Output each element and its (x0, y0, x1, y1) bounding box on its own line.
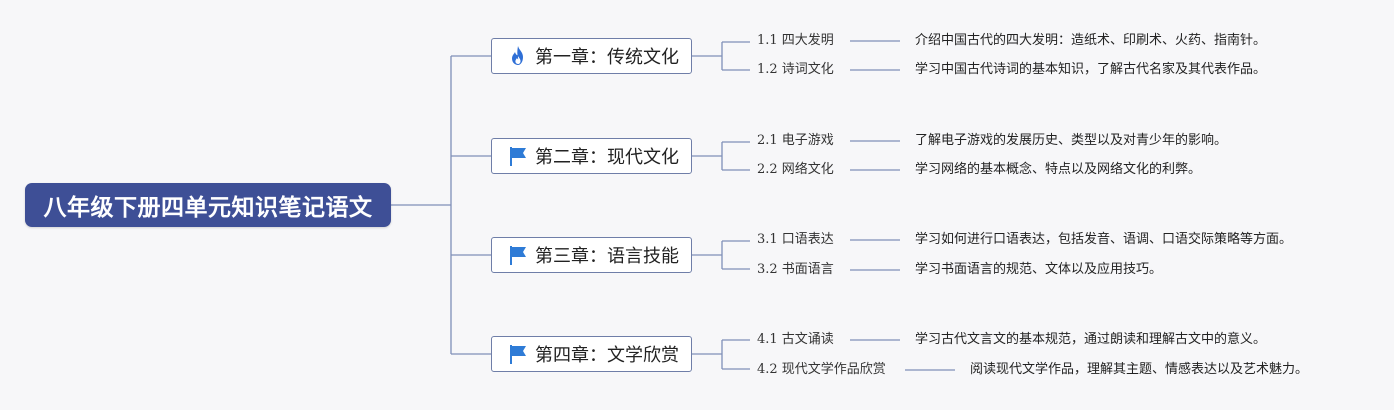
topic-3-2-title[interactable]: 3.2 书面语言 (757, 262, 834, 277)
topic-2-1-desc: 了解电子游戏的发展历史、类型以及对青少年的影响。 (915, 133, 1228, 148)
chapter-2-topic-spine (692, 141, 750, 171)
topic-4-1-desc: 学习古代文言文的基本规范，通过朗读和理解古文中的意义。 (915, 332, 1267, 347)
topic-3-2-desc: 学习书面语言的规范、文体以及应用技巧。 (915, 262, 1163, 277)
root-title: 八年级下册四单元知识笔记语文 (43, 195, 373, 221)
chapter-1-title: 第一章：传统文化 (535, 47, 679, 68)
root-node[interactable]: 八年级下册四单元知识笔记语文 (25, 183, 391, 227)
topic-4-2-title[interactable]: 4.2 现代文学作品欣赏 (757, 362, 886, 377)
topic-3-1-desc: 学习如何进行口语表达，包括发音、语调、口语交际策略等方面。 (915, 232, 1293, 247)
chapter-4-title: 第四章：文学欣赏 (535, 345, 679, 366)
topic-1-1-title[interactable]: 1.1 四大发明 (757, 33, 834, 48)
chapter-2-node[interactable]: 第二章：现代文化 (491, 138, 692, 174)
chapter-2-title: 第二章：现代文化 (535, 147, 679, 168)
chapter-4-node[interactable]: 第四章：文学欣赏 (491, 336, 692, 372)
flag-icon (507, 343, 529, 365)
chapter-3-topic-spine (692, 240, 750, 270)
flag-icon (507, 145, 529, 167)
chapter-3-title: 第三章：语言技能 (535, 246, 679, 267)
topic-2-2-desc: 学习网络的基本概念、特点以及网络文化的利弊。 (915, 162, 1202, 177)
topic-4-2-desc: 阅读现代文学作品，理解其主题、情感表达以及艺术魅力。 (970, 362, 1309, 377)
topic-4-1-title[interactable]: 4.1 古文诵读 (757, 332, 834, 347)
topic-1-2-desc: 学习中国古代诗词的基本知识，了解古代名家及其代表作品。 (915, 62, 1267, 77)
topic-1-2-title[interactable]: 1.2 诗词文化 (757, 62, 834, 77)
chapter-1-topic-spine (692, 41, 750, 71)
chapter-4-topic-spine (692, 339, 750, 370)
fire-icon (507, 45, 529, 67)
chapter-3-node[interactable]: 第三章：语言技能 (491, 237, 692, 273)
topic-3-1-title[interactable]: 3.1 口语表达 (757, 232, 834, 247)
topic-2-1-title[interactable]: 2.1 电子游戏 (757, 133, 834, 148)
chapter-1-node[interactable]: 第一章：传统文化 (491, 38, 692, 74)
topic-2-2-title[interactable]: 2.2 网络文化 (757, 162, 834, 177)
flag-icon (507, 244, 529, 266)
topic-1-1-desc: 介绍中国古代的四大发明：造纸术、印刷术、火药、指南针。 (915, 33, 1267, 48)
